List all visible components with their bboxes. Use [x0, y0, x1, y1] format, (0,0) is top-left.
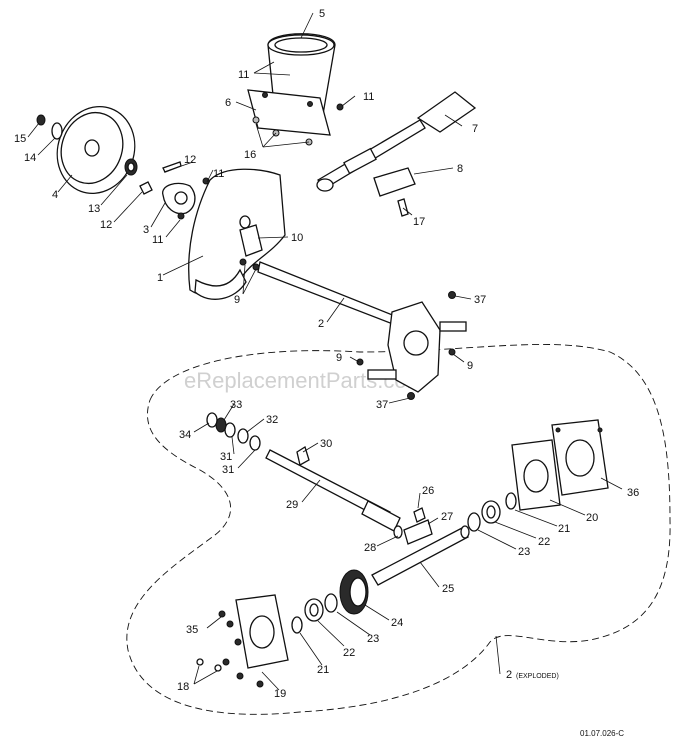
callout-27: 27	[441, 511, 453, 523]
key-part-30	[296, 446, 310, 466]
callout-12-lower: 12	[100, 219, 112, 231]
drawing-code: 01.07.026-C	[580, 729, 624, 738]
callout-22-right: 22	[538, 536, 550, 548]
key-part-26	[413, 507, 426, 523]
callout-26: 26	[422, 485, 434, 497]
callout-36: 36	[627, 487, 639, 499]
callout-6: 6	[225, 97, 231, 109]
seal-part-21-right	[505, 492, 517, 510]
callout-10: 10	[291, 232, 303, 244]
callout-21-left: 21	[317, 664, 329, 676]
callout-34: 34	[179, 429, 191, 441]
callout-23-right: 23	[518, 546, 530, 558]
bolt-part-37	[407, 291, 456, 400]
washer-part-28	[393, 525, 403, 539]
callout-7: 7	[472, 123, 478, 135]
callout-2: 2	[318, 318, 324, 330]
callout-16: 16	[244, 149, 256, 161]
callout-18: 18	[177, 681, 189, 693]
callout-21-right: 21	[558, 523, 570, 535]
callout-12-upper: 12	[184, 154, 196, 166]
callout-9-housing: 9	[234, 294, 240, 306]
gearbox-half-part-36	[551, 419, 609, 496]
exploded-label: (EXPLODED)	[516, 673, 559, 680]
gasket-part-20	[511, 439, 561, 511]
thrust-washer-part-23-right	[467, 512, 481, 532]
callout-4: 4	[52, 189, 58, 201]
callout-37-bottom: 37	[376, 399, 388, 411]
exploded-view-boundary	[126, 344, 671, 715]
callout-32: 32	[266, 414, 278, 426]
bearing-part-13	[124, 158, 138, 176]
callout-9-left: 9	[336, 352, 342, 364]
washer-part-34	[206, 412, 218, 428]
callout-28: 28	[364, 542, 376, 554]
callout-33: 33	[230, 399, 242, 411]
callout-35: 35	[186, 624, 198, 636]
fastener-part-11-left	[177, 212, 185, 220]
bolt-part-17	[397, 198, 409, 217]
callout-31-upper: 31	[220, 451, 232, 463]
clip-part-8	[373, 167, 416, 197]
chute-plate-part-6	[247, 89, 331, 136]
callout-5: 5	[319, 8, 325, 20]
callout-29: 29	[286, 499, 298, 511]
callout-37-top: 37	[474, 294, 486, 306]
frame-rod-part-2	[257, 261, 401, 327]
callout-labels: 5 11 11 6 16 7 8 17 15 14 4 13 12 12 3 1…	[14, 8, 639, 700]
gearbox-half-part-19	[235, 594, 289, 669]
bearing-flange-part-3	[162, 182, 196, 215]
fastener-part-11-right	[202, 177, 210, 185]
callout-20: 20	[586, 512, 598, 524]
auger-housing-part-1	[188, 168, 286, 300]
callout-8: 8	[457, 163, 463, 175]
callout-22-left: 22	[343, 647, 355, 659]
fitting-part-18	[196, 658, 222, 672]
gearbox-assembly	[367, 301, 467, 393]
callout-9-right: 9	[467, 360, 473, 372]
pin-part-27	[403, 519, 433, 545]
callout-23-left: 23	[367, 633, 379, 645]
axle-part-25	[371, 525, 470, 586]
callout-30: 30	[320, 438, 332, 450]
pulley-part-4	[56, 106, 136, 194]
seal-part-21-left	[291, 616, 303, 634]
callout-11-chute: 11	[238, 69, 249, 81]
callout-15: 15	[14, 133, 26, 145]
thrust-washer-part-23-left	[324, 593, 338, 613]
thrust-washer-part-31	[224, 422, 261, 451]
callout-25: 25	[442, 583, 454, 595]
bolt-part-35	[218, 610, 264, 688]
bearing-part-22-left	[304, 598, 324, 622]
nut-part-15	[36, 114, 46, 126]
callout-2-exploded: 2	[506, 669, 512, 681]
callout-19: 19	[274, 688, 286, 700]
callout-3: 3	[143, 224, 149, 236]
shaft-part-7	[316, 91, 477, 192]
bolt-part-12-b	[139, 181, 153, 195]
washer-part-32	[237, 428, 249, 444]
washer-part-14	[51, 122, 63, 140]
fastener-part-11-top	[336, 103, 344, 111]
worm-gear-part-24	[339, 569, 369, 615]
fastener-part-9	[239, 258, 456, 366]
callout-11-top: 11	[363, 91, 374, 103]
callout-24: 24	[391, 617, 403, 629]
callout-17: 17	[413, 216, 425, 228]
callout-31-lower: 31	[222, 464, 234, 476]
callout-11-right: 11	[213, 168, 224, 180]
callout-14: 14	[24, 152, 36, 164]
bearing-part-22-right	[481, 500, 501, 524]
callout-1: 1	[157, 272, 163, 284]
callout-13: 13	[88, 203, 100, 215]
leader-lines	[27, 12, 623, 691]
callout-11-left: 11	[152, 234, 163, 246]
bracket-part-10	[239, 224, 263, 257]
worm-shaft-part-29	[265, 449, 401, 532]
